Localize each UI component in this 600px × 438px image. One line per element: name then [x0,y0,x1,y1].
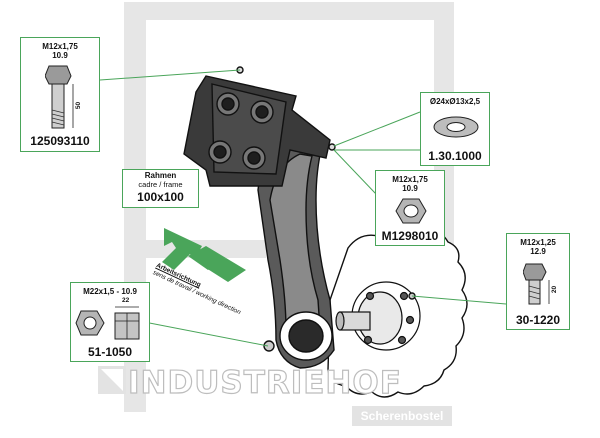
callout-washer: Ø24xØ13x2,5 1.30.1000 [420,92,490,166]
nut-m22-width: 22 [122,297,130,304]
hex-nut-icon [75,306,140,340]
nut-m12-part-number: M1298010 [381,229,439,243]
hex-nut-icon [395,198,427,224]
hub-illustration [335,281,421,351]
washer-spec: Ø24xØ13x2,5 [429,97,481,106]
bolt-top-part-number: 125093110 [30,134,90,148]
bolt-top-length: 50 [75,101,83,110]
nut-m22-spec: M22x1,5 - 10.9 [83,287,137,296]
frame-bracket-illustration [183,66,416,352]
frame-size-label: Rahmen cadre / frame 100x100 [122,169,199,208]
harrow-arm-illustration [257,139,335,369]
bolt-hub-spec-line1: M12x1,25 [520,238,556,247]
bolt-icon [45,65,74,129]
callout-nut-m22: M22x1,5 - 10.9 22 51-1050 [70,282,150,362]
callout-nut-m12: M12x1,75 10.9 M1298010 [375,170,445,246]
washer-part-number: 1.30.1000 [428,149,482,163]
bolt-hub-length: 20 [551,285,559,294]
frame-title: Rahmen [144,171,177,180]
washer-icon [433,116,479,138]
bolt-top-spec-line2: 10.9 [52,51,68,60]
leader-lines [99,69,507,347]
bolt-icon [523,263,550,305]
bolt-top-spec-line1: M12x1,75 [42,42,78,51]
nut-m12-spec-line2: 10.9 [402,184,418,193]
watermark-brand: INDUSTRIEHOF [127,364,402,401]
callout-bolt-hub: M12x1,25 12.9 20 30-1220 [506,233,570,330]
callout-bolt-top: M12x1,75 10.9 50 125093110 [20,37,100,152]
watermark-logo-icon [98,366,126,394]
nut-m22-part-number: 51-1050 [87,345,133,359]
frame-size: 100x100 [137,190,184,204]
bolt-hub-spec-line2: 12.9 [530,247,546,256]
nut-m12-spec-line1: M12x1,75 [392,175,428,184]
frame-subtitle: cadre / frame [138,180,183,189]
direction-arrow-icon [162,228,246,282]
bolt-hub-part-number: 30-1220 [515,313,561,327]
watermark-sub: Scherenbostel [352,406,452,426]
